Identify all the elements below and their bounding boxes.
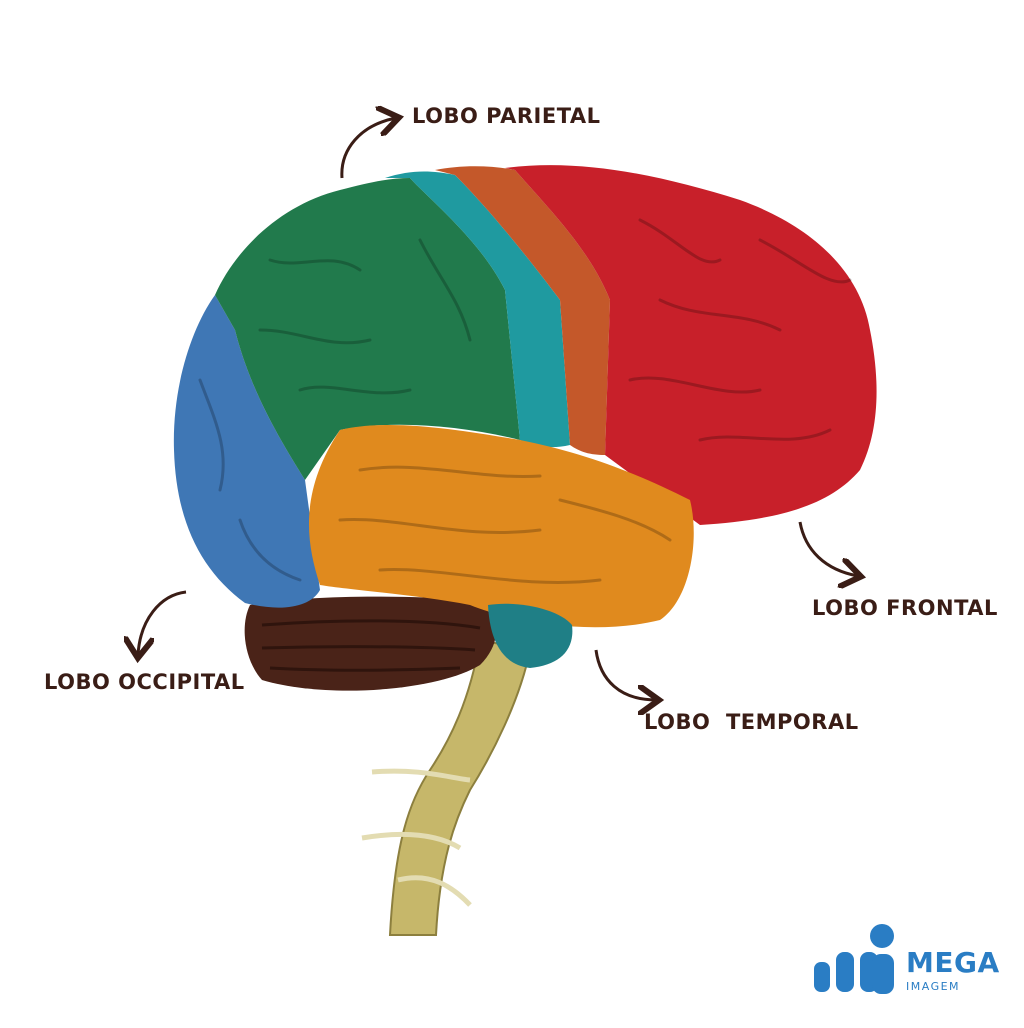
arrow-frontal [798,521,858,576]
brainstem [388,638,532,936]
arrow-parietal [340,118,396,179]
arrow-occipital [138,590,187,655]
cerebellum [244,596,497,691]
label-parietal: LOBO PARIETAL [412,104,601,128]
label-occipital: LOBO OCCIPITAL [44,670,245,694]
arrow-temporal [594,649,656,700]
frontal-lobe [505,165,877,525]
precentral-gyrus [435,166,610,455]
parietal-lobe [215,178,520,480]
label-temporal: LOBO TEMPORAL [644,710,859,734]
temporal-lobe [308,424,694,628]
logo-name: MEGA [906,946,1000,979]
mega-imagem-logo-icon [814,924,894,994]
logo-subtitle: IMAGEM [906,980,961,993]
label-frontal: LOBO FRONTAL [812,596,998,620]
postcentral-gyrus [385,171,570,448]
occipital-lobe [173,295,320,608]
